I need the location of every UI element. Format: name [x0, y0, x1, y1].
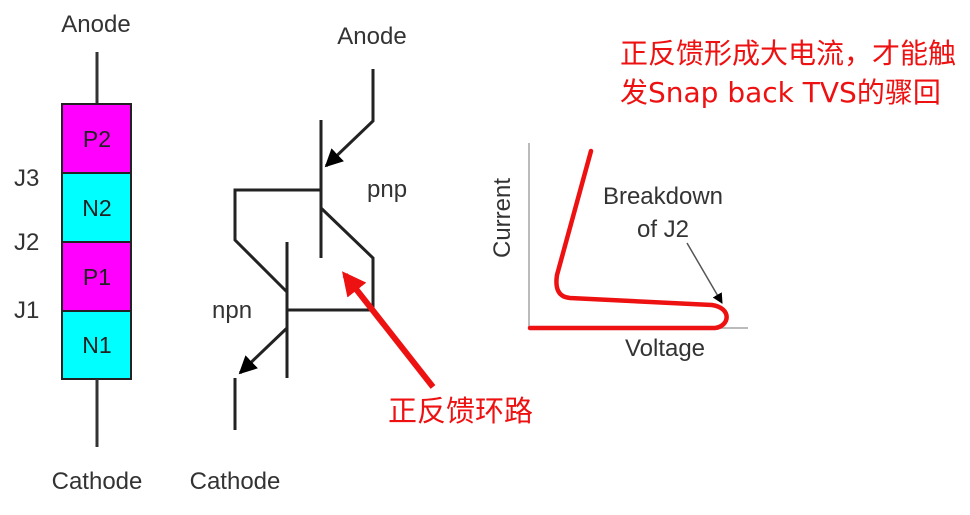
npn-collector-to-pnp-base: [233, 188, 321, 294]
layer-p1: [61, 241, 132, 312]
npn-emitter: [238, 326, 289, 375]
pnp-label: pnp: [367, 176, 407, 203]
feedback-loop-label: 正反馈环路: [388, 394, 534, 428]
npn-label: npn: [212, 297, 252, 324]
junction-label-j2: J2: [14, 229, 39, 256]
iv-curve-plot: Current Voltage Breakdown of J2: [489, 143, 748, 362]
snapback-explanation-note: 正反馈形成大电流，才能触发Snap back TVS的骤回: [620, 37, 957, 109]
breakdown-label-line1: Breakdown: [603, 183, 723, 210]
pnp-emitter-lead: [324, 69, 375, 168]
pnpn-structure: Anode P2 N2 P1 N1 J3 J2 J1 Cathode: [14, 11, 142, 495]
circuit-anode-label: Anode: [337, 23, 406, 50]
junction-label-j1: J1: [14, 297, 39, 324]
feedback-loop-arrow: [342, 271, 436, 389]
layer-label-n2: N2: [82, 195, 111, 221]
layer-label-n1: N1: [82, 332, 111, 358]
layer-p2: [61, 103, 132, 174]
structure-anode-label: Anode: [61, 11, 130, 38]
transistor-circuit: [233, 69, 375, 430]
breakdown-pointer-arrow: [686, 242, 723, 304]
junction-label-j3: J3: [14, 165, 39, 192]
structure-cathode-label: Cathode: [52, 468, 143, 495]
layer-label-p1: P1: [83, 264, 111, 290]
current-axis-label: Current: [489, 178, 516, 258]
layer-label-p2: P2: [83, 126, 111, 152]
breakdown-label-line2: of J2: [637, 216, 689, 243]
voltage-axis-label: Voltage: [625, 335, 705, 362]
snapback-iv-curve: [527, 148, 729, 331]
circuit-cathode-label: Cathode: [190, 468, 281, 495]
pnp-collector-to-npn-base: [287, 206, 375, 312]
